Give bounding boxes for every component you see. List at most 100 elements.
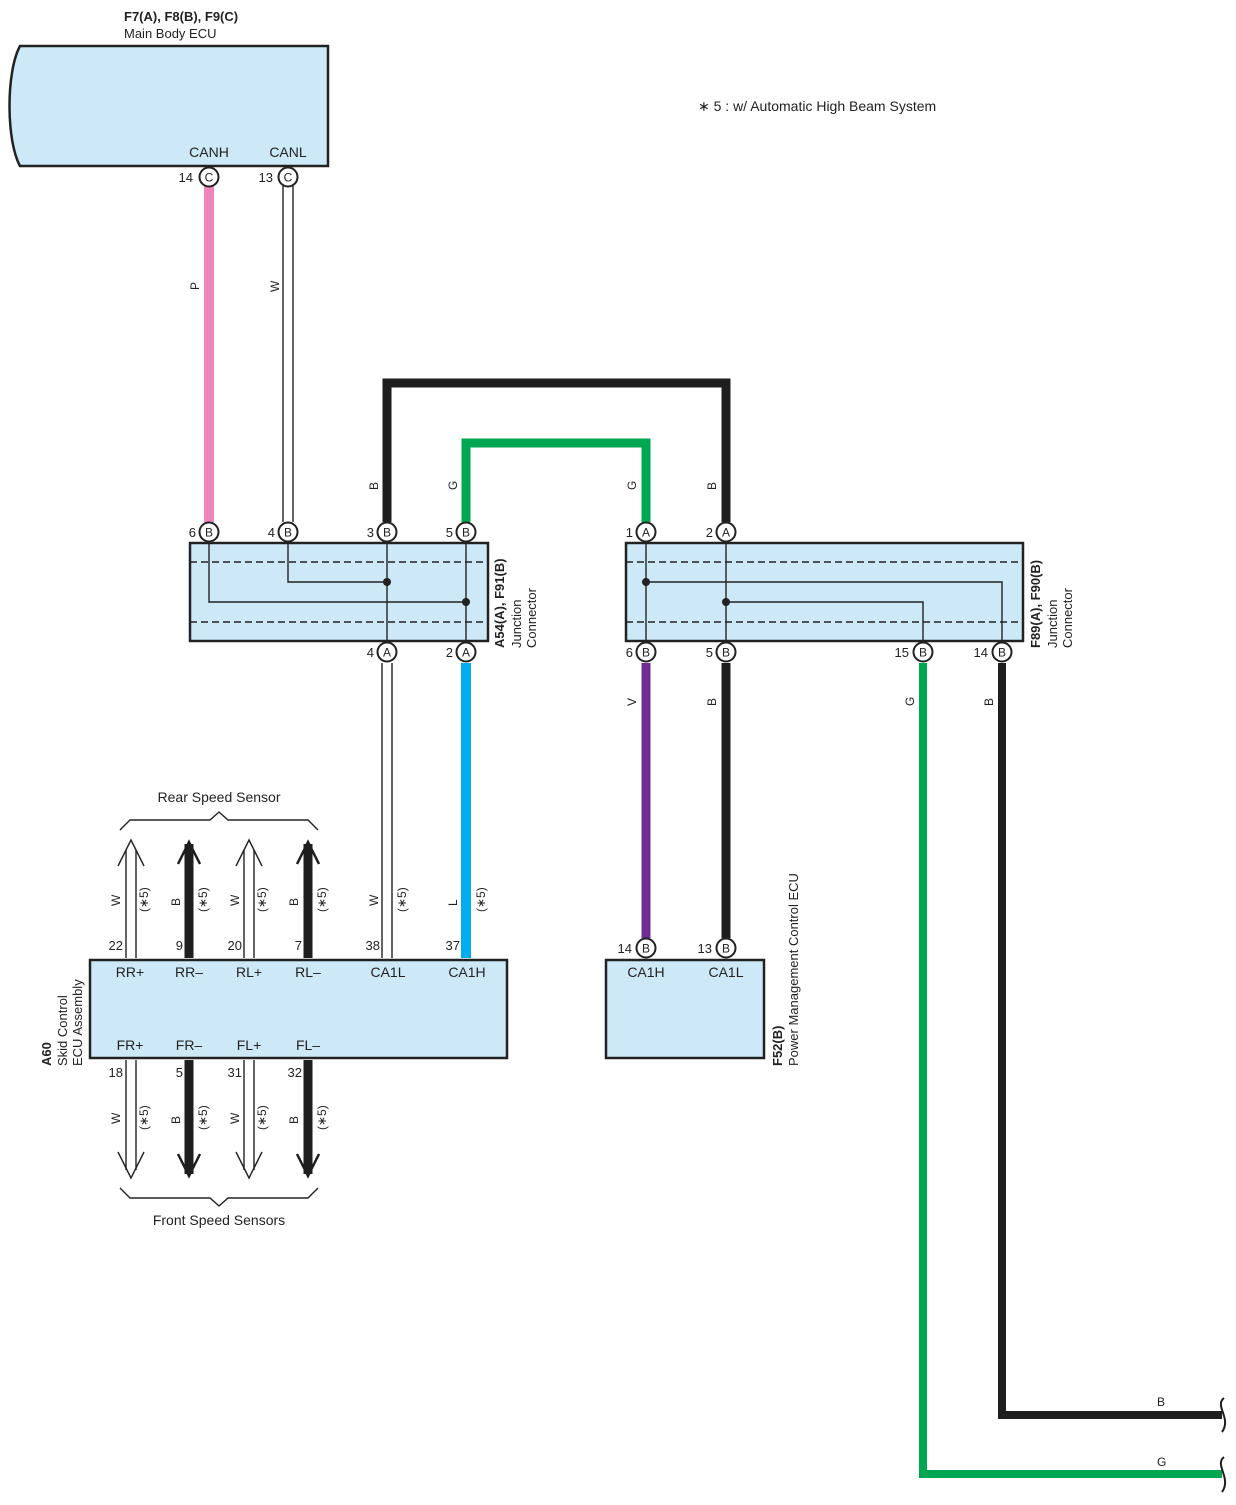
pin-num-mb13: 13 xyxy=(259,170,273,185)
wire-code-g-long: G xyxy=(903,697,917,706)
main-body-ecu: F7(A), F8(B), F9(C) Main Body ECU CANH C… xyxy=(8,9,330,168)
front-speed-sensor-wires: Front Speed Sensors xyxy=(117,1060,321,1228)
wire-code-w-fl: W xyxy=(228,1112,242,1124)
front-speed-sensors-label: Front Speed Sensors xyxy=(153,1212,285,1228)
wire-code-w-canl: W xyxy=(268,280,282,292)
svg-text:B: B xyxy=(383,526,391,540)
pin-num-sk18: 18 xyxy=(109,1065,123,1080)
wire-black-loop xyxy=(382,378,731,522)
junction-connector-left: A54(A), F91(B) Junction Connector xyxy=(188,541,539,648)
svg-text:B: B xyxy=(919,646,927,660)
pin-num-jrb15: 15 xyxy=(895,645,909,660)
terminal-jl-6: B xyxy=(198,521,220,543)
pin-num-jrb14: 14 xyxy=(974,645,988,660)
wire-white-canl xyxy=(282,186,294,522)
pin-num-sk38: 38 xyxy=(366,938,380,953)
wire-code-l: L xyxy=(446,899,460,906)
pin-num-sk32: 32 xyxy=(288,1065,302,1080)
terminal-jl-5: B xyxy=(455,521,477,543)
pin-label-ca1l: CA1L xyxy=(370,964,405,980)
star5-rrm: (∗5) xyxy=(196,887,210,912)
main-body-ecu-code: F7(A), F8(B), F9(C) xyxy=(124,9,238,24)
pin-num-jr2: 2 xyxy=(706,525,713,540)
main-body-ecu-name: Main Body ECU xyxy=(124,26,216,41)
terminal-jl-4: B xyxy=(277,521,299,543)
svg-text:B: B xyxy=(642,942,650,956)
svg-text:C: C xyxy=(284,171,293,185)
pin-num-jl4: 4 xyxy=(268,525,275,540)
svg-text:A: A xyxy=(383,646,391,660)
svg-text:C: C xyxy=(205,171,214,185)
pin-label-rr-plus: RR+ xyxy=(116,964,144,980)
wire-code-b-end: B xyxy=(1157,1395,1165,1409)
svg-text:B: B xyxy=(462,526,470,540)
wire-code-w-fr: W xyxy=(109,1112,123,1124)
svg-text:B: B xyxy=(722,942,730,956)
wire-code-g-end: G xyxy=(1157,1455,1166,1469)
star5-frm: (∗5) xyxy=(196,1105,210,1130)
pin-num-pm14: 14 xyxy=(618,941,632,956)
skid-control-ecu: RR+ RR– RL+ RL– CA1L CA1H FR+ FR– FL+ FL… xyxy=(39,958,509,1066)
rear-speed-sensor-label: Rear Speed Sensor xyxy=(158,789,281,805)
pin-num-sk37: 37 xyxy=(446,938,460,953)
star5-rr: (∗5) xyxy=(137,887,151,912)
pin-num-sk5: 5 xyxy=(176,1065,183,1080)
pin-label-fr-minus: FR– xyxy=(176,1037,203,1053)
skid-ecu-name2: ECU Assembly xyxy=(70,979,85,1066)
star5-rl: (∗5) xyxy=(255,887,269,912)
pin-num-jl5: 5 xyxy=(446,525,453,540)
terminal-jr-b14: B xyxy=(991,641,1013,663)
terminal-jl-b4: A xyxy=(376,641,398,663)
wire-code-w-ca1l: W xyxy=(367,894,381,906)
wire-code-b-pm: B xyxy=(705,698,719,706)
junction-right-code: F89(A), F90(B) xyxy=(1028,560,1043,648)
wire-code-b-long: B xyxy=(982,698,996,706)
pin-num-jl6: 6 xyxy=(189,525,196,540)
wire-code-b-left: B xyxy=(367,482,381,490)
wire-green-loop xyxy=(461,438,651,522)
junction-connector-right: F89(A), F90(B) Junction Connector xyxy=(624,541,1075,648)
wire-code-b-right: B xyxy=(705,482,719,490)
pin-num-sk22: 22 xyxy=(109,938,123,953)
pin-label-fl-plus: FL+ xyxy=(237,1037,262,1053)
junction-right-name2: Connector xyxy=(1060,587,1075,648)
pm-ecu-name: Power Management Control ECU xyxy=(786,873,801,1066)
star5-flm: (∗5) xyxy=(315,1105,329,1130)
pin-num-jr1: 1 xyxy=(626,525,633,540)
star5-rlm: (∗5) xyxy=(315,887,329,912)
pin-num-jrb6: 6 xyxy=(626,645,633,660)
pin-numbers: 14 13 6 4 3 5 4 2 1 2 6 5 15 14 22 9 20 … xyxy=(109,170,988,1080)
wire-white-ca1l xyxy=(381,663,393,958)
pin-label-fl-minus: FL– xyxy=(296,1037,320,1053)
pin-num-pm13: 13 xyxy=(698,941,712,956)
pin-label-fr-plus: FR+ xyxy=(117,1037,144,1053)
terminal-pm-13: B xyxy=(715,937,737,959)
pin-num-jlb4: 4 xyxy=(367,645,374,660)
wire-black-long xyxy=(998,663,1222,1419)
pin-num-jrb5: 5 xyxy=(706,645,713,660)
terminal-mb-14: C xyxy=(198,166,220,188)
terminal-jl-b2: A xyxy=(455,641,477,663)
wire-code-b-rr: B xyxy=(169,898,183,906)
pin-num-mb14: 14 xyxy=(179,170,193,185)
svg-text:B: B xyxy=(205,526,213,540)
rear-speed-sensor-wires: Rear Speed Sensor xyxy=(117,789,321,958)
wire-code-w-rl: W xyxy=(228,894,242,906)
svg-text:B: B xyxy=(284,526,292,540)
pin-num-jl3: 3 xyxy=(367,525,374,540)
wires xyxy=(204,186,1227,1493)
footnote-star5: ∗ 5 : w/ Automatic High Beam System xyxy=(698,98,936,114)
pin-label-canl: CANL xyxy=(269,144,307,160)
pin-label-ca1h: CA1H xyxy=(448,964,485,980)
terminal-mb-13: C xyxy=(277,166,299,188)
terminal-jl-3: B xyxy=(376,521,398,543)
junction-left-code: A54(A), F91(B) xyxy=(492,558,507,648)
pm-ecu-code: F52(B) xyxy=(770,1026,785,1066)
terminal-jr-2: A xyxy=(715,521,737,543)
star5-ca1l: (∗5) xyxy=(395,887,409,912)
pin-num-sk7: 7 xyxy=(295,938,302,953)
pin-label-rl-plus: RL+ xyxy=(236,964,262,980)
wire-code-labels: P W B G G B V B G B B G W (∗5) B (∗5) W … xyxy=(109,280,1166,1469)
wire-code-p: P xyxy=(188,282,202,290)
